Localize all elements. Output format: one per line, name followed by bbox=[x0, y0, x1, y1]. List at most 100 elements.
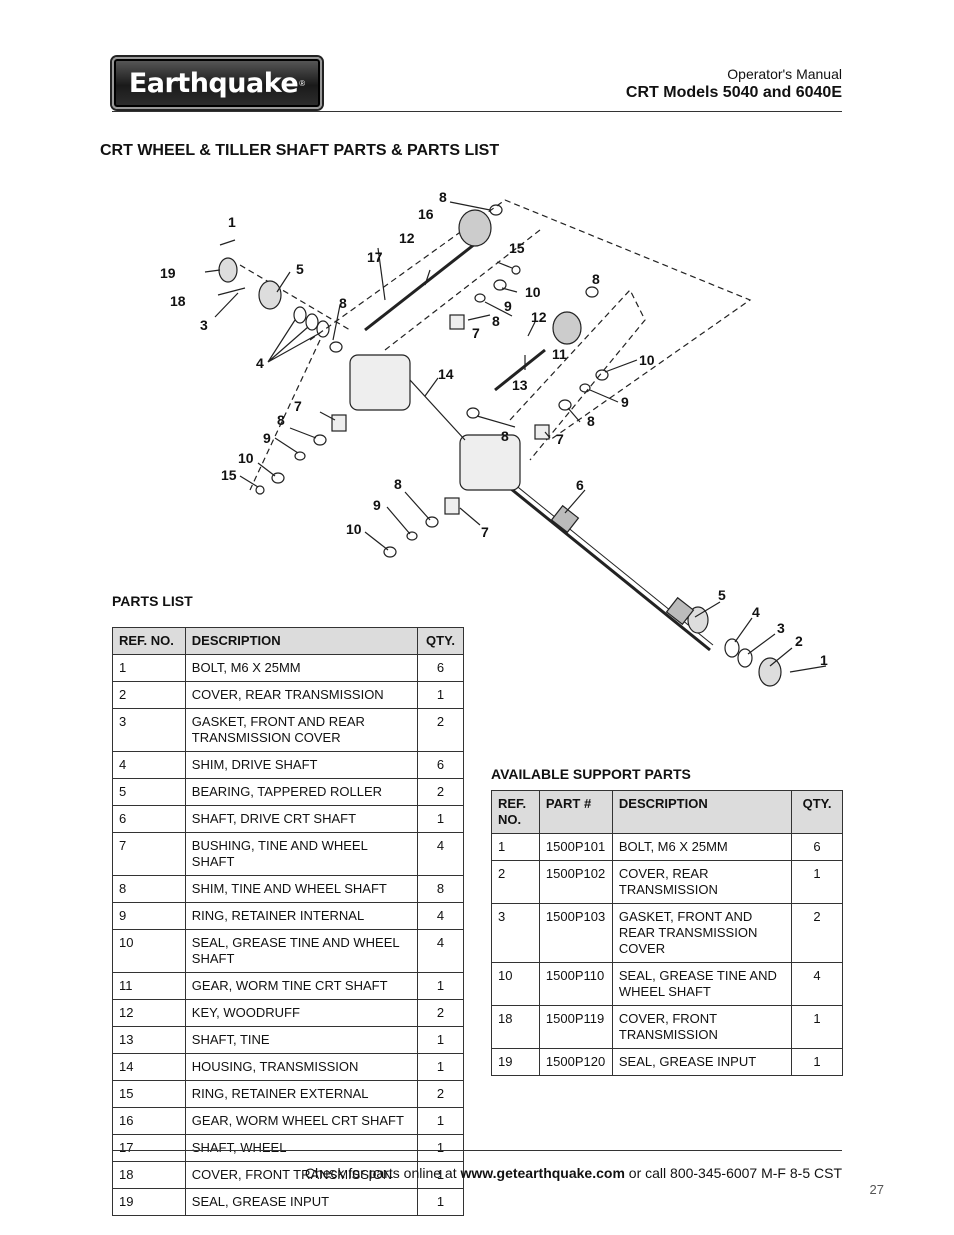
callout-label: 5 bbox=[296, 261, 304, 277]
table-cell: SHIM, DRIVE SHAFT bbox=[184, 751, 419, 779]
table-cell: SEAL, GREASE INPUT bbox=[611, 1048, 793, 1076]
table-cell: HOUSING, TRANSMISSION bbox=[184, 1053, 419, 1081]
callout-label: 18 bbox=[170, 293, 186, 309]
table-cell: 12 bbox=[112, 999, 186, 1027]
table-cell: 17 bbox=[112, 1134, 186, 1162]
callout-label: 9 bbox=[504, 298, 512, 314]
table-cell: GASKET, FRONT AND REAR TRANSMISSION COVE… bbox=[611, 903, 793, 963]
callout-label: 9 bbox=[621, 394, 629, 410]
table-cell: 4 bbox=[417, 929, 464, 973]
table-cell: RING, RETAINER EXTERNAL bbox=[184, 1080, 419, 1108]
table-cell: 2 bbox=[417, 999, 464, 1027]
footer-prefix: Check for parts online at bbox=[304, 1165, 461, 1181]
table-cell: 1 bbox=[417, 1107, 464, 1135]
table-cell: 4 bbox=[112, 751, 186, 779]
table-cell: 11 bbox=[112, 972, 186, 1000]
column-header: DESCRIPTION bbox=[184, 627, 419, 655]
callout-label: 7 bbox=[556, 431, 564, 447]
table-cell: RING, RETAINER INTERNAL bbox=[184, 902, 419, 930]
table-cell: 14 bbox=[112, 1053, 186, 1081]
table-header-row: REF. NO. DESCRIPTION QTY. bbox=[112, 627, 464, 655]
table-cell: 4 bbox=[417, 902, 464, 930]
table-cell: BOLT, M6 X 25MM bbox=[611, 833, 793, 861]
table-cell: GASKET, FRONT AND REAR TRANSMISSION COVE… bbox=[184, 708, 419, 752]
table-cell: 1 bbox=[417, 1053, 464, 1081]
table-cell: 10 bbox=[112, 929, 186, 973]
table-cell: 2 bbox=[417, 778, 464, 806]
section-title: CRT WHEEL & TILLER SHAFT PARTS & PARTS L… bbox=[100, 142, 500, 159]
table-cell: KEY, WOODRUFF bbox=[184, 999, 419, 1027]
table-cell: 19 bbox=[491, 1048, 540, 1076]
footer-suffix: or call 800-345-6007 M-F 8-5 CST bbox=[624, 1165, 842, 1181]
table-cell: 1 bbox=[417, 1026, 464, 1054]
table-cell: SEAL, GREASE TINE AND WHEEL SHAFT bbox=[184, 929, 419, 973]
table-cell: 5 bbox=[112, 778, 186, 806]
table-cell: 13 bbox=[112, 1026, 186, 1054]
manual-subtitle: Operator's Manual bbox=[727, 66, 842, 82]
table-cell: GEAR, WORM WHEEL CRT SHAFT bbox=[184, 1107, 419, 1135]
callout-label: 8 bbox=[277, 412, 285, 428]
table-cell: 2 bbox=[112, 681, 186, 709]
table-cell: 16 bbox=[112, 1107, 186, 1135]
callout-label: 3 bbox=[777, 620, 785, 636]
callout-label: 8 bbox=[501, 428, 509, 444]
table-cell: COVER, FRONT TRANSMISSION bbox=[611, 1005, 793, 1049]
support-parts-heading: AVAILABLE SUPPORT PARTS bbox=[491, 766, 691, 782]
table-cell: SEAL, GREASE TINE AND WHEEL SHAFT bbox=[611, 962, 793, 1006]
table-cell: 1500P110 bbox=[538, 962, 613, 1006]
table-cell: 6 bbox=[417, 751, 464, 779]
callout-label: 10 bbox=[639, 352, 655, 368]
callout-label: 8 bbox=[394, 476, 402, 492]
table-cell: 8 bbox=[112, 875, 186, 903]
table-header-row: REF. NO. PART # DESCRIPTION QTY. bbox=[491, 790, 843, 834]
table-cell: 6 bbox=[791, 833, 843, 861]
table-cell: BOLT, M6 X 25MM bbox=[184, 654, 419, 682]
exploded-parts-diagram: 1 19 18 3 5 4 8 17 12 16 8 15 8 10 9 8 7… bbox=[160, 189, 828, 687]
table-cell: 1 bbox=[417, 681, 464, 709]
callout-label: 6 bbox=[576, 477, 584, 493]
table-cell: 18 bbox=[491, 1005, 540, 1049]
table-cell: 1 bbox=[112, 654, 186, 682]
table-cell: COVER, REAR TRANSMISSION bbox=[611, 860, 793, 904]
footer-divider bbox=[112, 1150, 842, 1151]
table-cell: SHAFT, DRIVE CRT SHAFT bbox=[184, 805, 419, 833]
callout-label: 10 bbox=[238, 450, 254, 466]
table-cell: 1500P120 bbox=[538, 1048, 613, 1076]
table-cell: 1 bbox=[417, 972, 464, 1000]
callout-label: 8 bbox=[492, 313, 500, 329]
column-header: PART # bbox=[538, 790, 613, 834]
manual-title: CRT Models 5040 and 6040E bbox=[625, 84, 842, 101]
callout-label: 1 bbox=[820, 652, 828, 668]
column-header: QTY. bbox=[417, 627, 464, 655]
callout-label: 7 bbox=[472, 325, 480, 341]
table-cell: 1500P101 bbox=[538, 833, 613, 861]
parts-list-heading: PARTS LIST bbox=[112, 593, 193, 609]
table-cell: 6 bbox=[112, 805, 186, 833]
header-divider bbox=[112, 111, 842, 112]
table-cell: 18 bbox=[112, 1161, 186, 1189]
callout-label: 15 bbox=[509, 240, 525, 256]
table-cell: COVER, FRONT TRANSMISSION bbox=[184, 1161, 419, 1189]
table-cell: 1 bbox=[491, 833, 540, 861]
website-link[interactable]: www.getearthquake.com bbox=[460, 1165, 625, 1181]
callout-label: 4 bbox=[256, 355, 264, 371]
page-number: 27 bbox=[869, 1182, 884, 1197]
brand-logo: Earthquake® bbox=[112, 57, 322, 109]
table-cell: 1 bbox=[417, 1188, 464, 1216]
column-header: REF. NO. bbox=[112, 627, 186, 655]
